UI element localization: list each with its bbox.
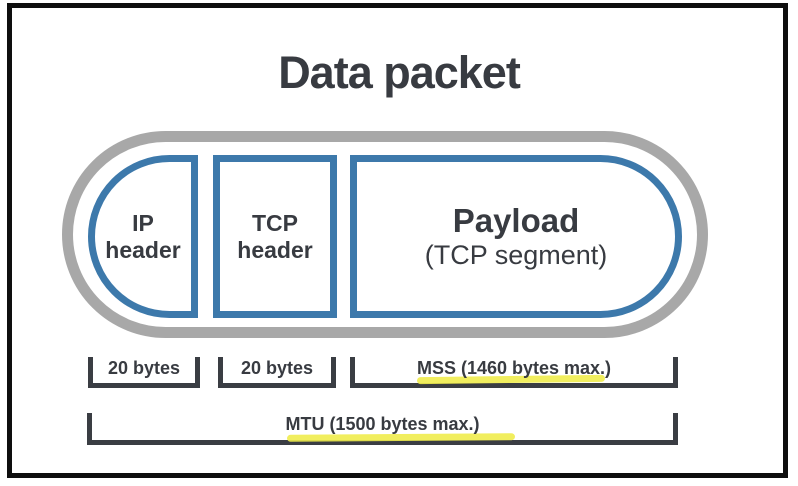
tcp-size-label: 20 bytes — [240, 358, 314, 378]
outer-border — [7, 3, 788, 478]
size-bracket-tcp-header: 20 bytes — [218, 357, 336, 388]
tcp-header-label-line1: TCP — [252, 209, 298, 236]
size-bracket-ip-header: 20 bytes — [88, 357, 200, 388]
mss-size-label: MSS (1460 bytes max.) — [416, 358, 612, 378]
mtu-size-label: MTU (1500 bytes max.) — [285, 414, 480, 434]
segment-tcp-header: TCP header — [213, 155, 337, 318]
size-bracket-mss: MSS (1460 bytes max.) — [350, 357, 678, 388]
tcp-header-label-line2: header — [237, 236, 313, 263]
payload-sublabel: (TCP segment) — [424, 240, 608, 270]
diagram-title: Data packet — [278, 47, 521, 98]
ip-size-label: 20 bytes — [107, 358, 181, 378]
ip-header-label-line1: IP — [132, 209, 154, 236]
size-bracket-mtu: MTU (1500 bytes max.) — [87, 413, 678, 445]
ip-header-label-line2: header — [105, 236, 181, 263]
payload-label: Payload — [452, 202, 580, 239]
segment-payload: Payload (TCP segment) — [350, 155, 682, 318]
